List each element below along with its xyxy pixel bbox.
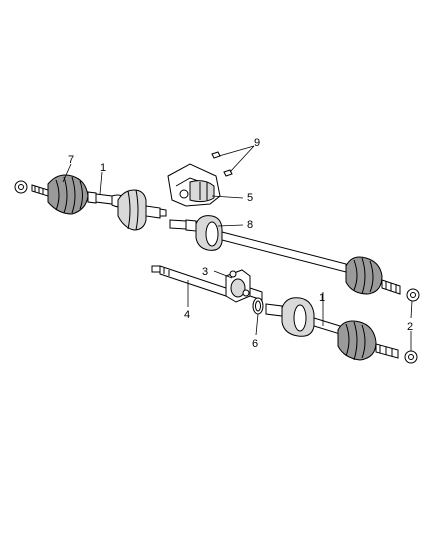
halfshaft-upper-left [87,189,167,231]
halfshaft-lower-right [313,317,399,361]
hub-nut-right-lower [404,350,418,364]
callout-1-upper: 1 [100,162,106,174]
callout-6: 6 [252,338,258,350]
leader-lines [62,145,413,351]
outer-cv-joint-upper [31,174,89,215]
callout-9: 9 [254,137,260,149]
callout-4: 4 [184,309,190,321]
intermediate-shaft [151,265,233,299]
intermediate-stub [169,219,197,232]
callout-7: 7 [68,154,74,166]
hub-nut-left [14,180,28,194]
hub-nut-right-upper [406,288,420,302]
halfshaft-upper-right [221,231,401,295]
seal-ring [252,297,264,315]
callout-2: 2 [407,321,413,333]
bolt-9a [211,151,221,159]
support-bracket [167,163,221,207]
inner-cv-joint-lower [265,297,315,337]
callout-8: 8 [247,219,253,231]
callout-3: 3 [202,266,208,278]
callout-1-lower: 1 [319,292,325,304]
bearing-bracket [225,269,263,303]
inner-cv-joint-upper-right [195,215,223,251]
callout-5: 5 [247,192,253,204]
